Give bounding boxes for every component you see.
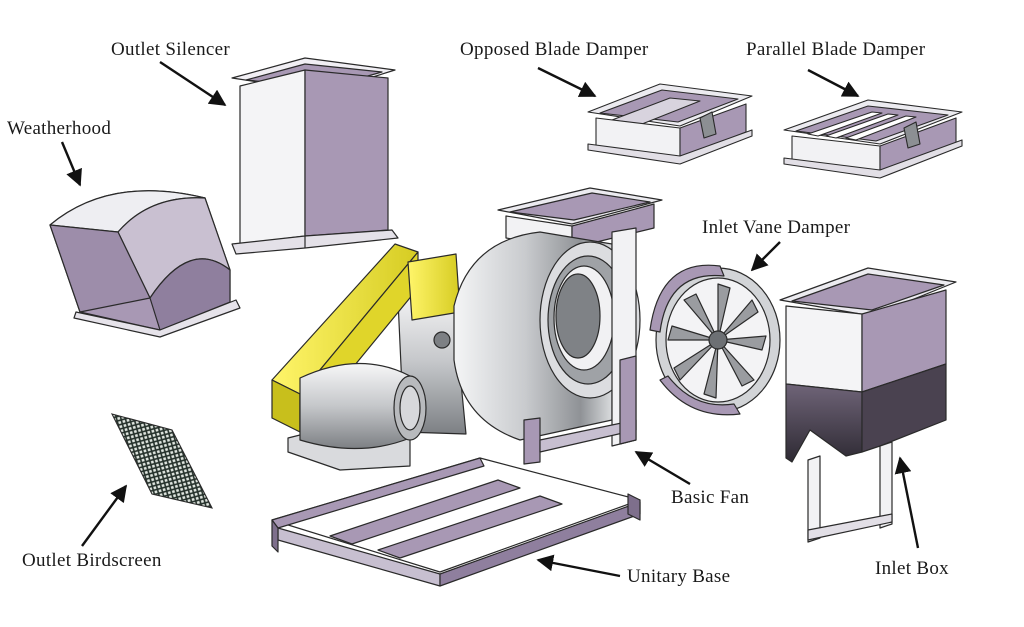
arrow-weatherhood [60,141,82,187]
label-parallel-blade-damper: Parallel Blade Damper [746,39,926,60]
basic-fan-part [453,187,663,465]
opposed-blade-damper-part [587,83,753,165]
leader-arrows [60,60,920,578]
label-opposed-blade-damper: Opposed Blade Damper [460,39,649,60]
weatherhood-part [49,190,241,338]
parallel-blade-damper-part [783,99,963,179]
label-outlet-silencer: Outlet Silencer [111,39,230,60]
label-inlet-vane-damper: Inlet Vane Damper [702,217,851,238]
unitary-base-part [271,457,641,587]
outlet-silencer-part [231,57,399,255]
label-outlet-birdscreen: Outlet Birdscreen [22,550,162,571]
arrow-outlet-birdscreen [81,484,127,547]
label-unitary-base: Unitary Base [627,566,731,587]
outlet-birdscreen-part [110,413,214,509]
arrow-unitary-base [536,554,621,578]
arrow-opposed-blade-damper [537,66,597,98]
arrow-inlet-box [894,456,920,549]
arrow-parallel-blade-damper [807,68,860,98]
arrow-inlet-vane-damper [750,241,781,272]
inlet-vane-damper-part [649,264,781,416]
arrow-outlet-silencer [159,60,227,107]
arrow-basic-fan [634,450,691,486]
label-inlet-box: Inlet Box [875,558,949,579]
label-weatherhood: Weatherhood [7,118,112,139]
label-basic-fan: Basic Fan [671,487,750,508]
drive-assembly-part [271,243,467,471]
inlet-box-part [779,267,957,543]
